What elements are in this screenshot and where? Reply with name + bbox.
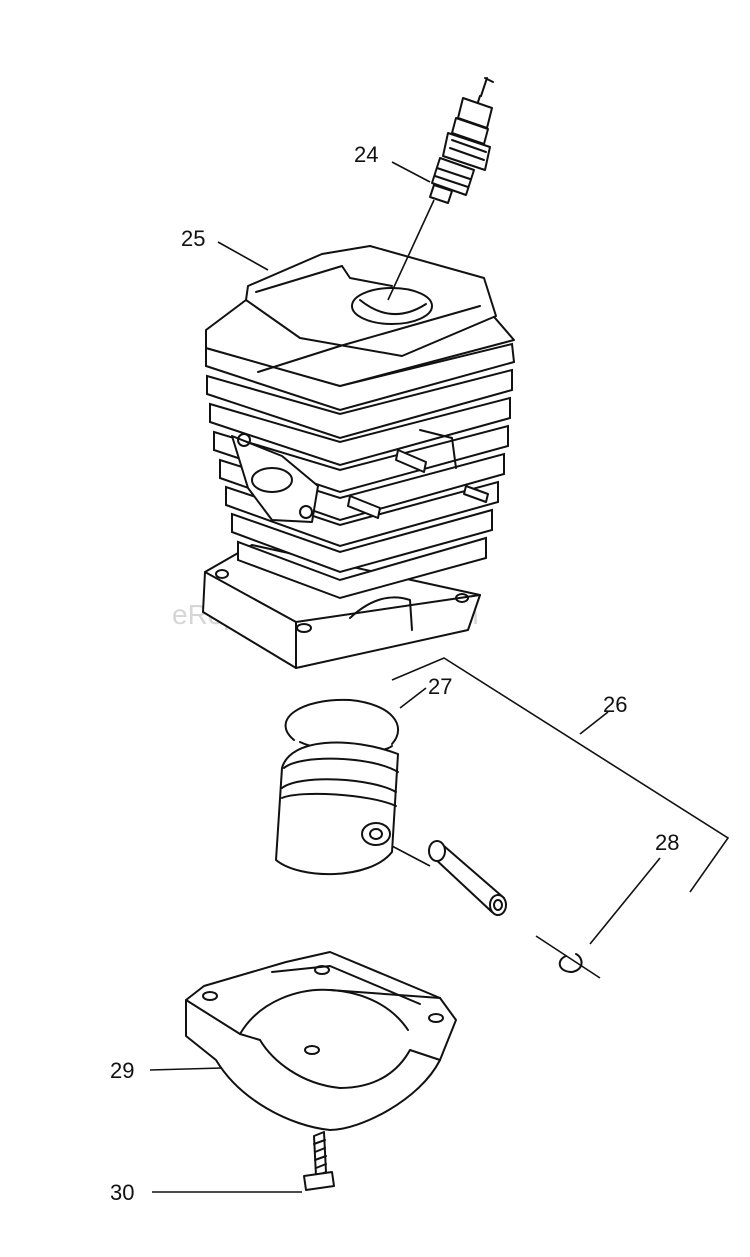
leader-27: [399, 687, 427, 709]
screw-part: [303, 1131, 335, 1191]
crankcase-part: [185, 951, 457, 1131]
circlip-part: [558, 953, 583, 973]
cylinder-part: [202, 245, 516, 669]
leader-25: [217, 241, 269, 271]
leader-28: [589, 857, 661, 945]
leader-24-axis: [387, 199, 435, 301]
spark-plug-part: [429, 77, 494, 204]
leader-24: [391, 161, 431, 183]
piston-part: [275, 741, 399, 876]
leader-26-bracket: [391, 657, 730, 893]
callout-26: 26: [603, 692, 627, 717]
leader-26: [579, 711, 609, 735]
leader-29: [149, 1067, 223, 1071]
piston-pin-part: [428, 840, 507, 916]
callout-27: 27: [428, 674, 452, 699]
callout-29: 29: [110, 1058, 134, 1083]
callout-24: 24: [354, 142, 378, 167]
callout-30: 30: [110, 1180, 134, 1205]
callout-25: 25: [181, 226, 205, 251]
leader-pin-axis: [391, 845, 431, 867]
leader-circlip-axis: [535, 935, 601, 979]
callout-28: 28: [655, 830, 679, 855]
